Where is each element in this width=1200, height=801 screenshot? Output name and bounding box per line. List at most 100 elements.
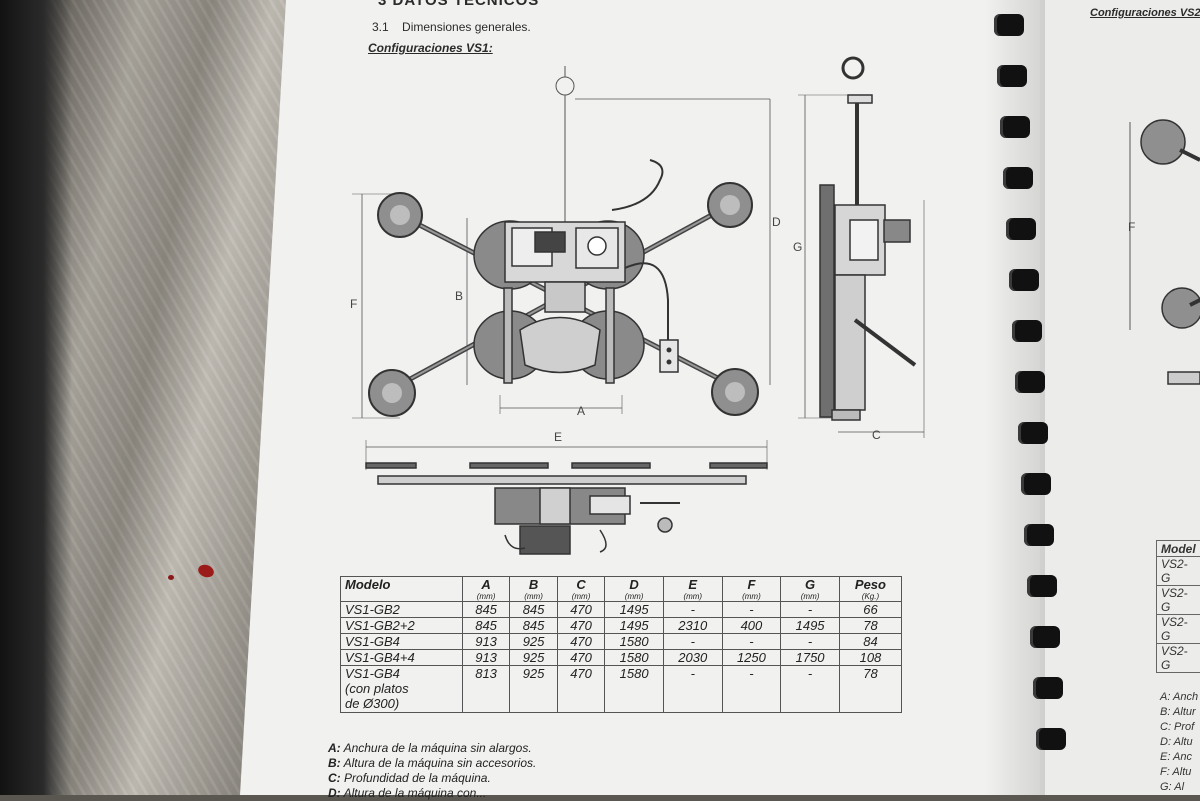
header-e: E(mm) <box>663 577 722 602</box>
legend-item: C: Profundidad de la máquina. <box>328 771 536 786</box>
cell-model: VS1-GB4+4 <box>341 650 463 666</box>
right-legend-item: C: Prof <box>1160 720 1198 735</box>
label-d: D <box>772 215 781 229</box>
cell-c: 470 <box>557 602 604 618</box>
binder-ring <box>1000 116 1030 138</box>
header-modelo: Modelo <box>341 577 463 602</box>
header-g: G(mm) <box>781 577 840 602</box>
cell-d: 1580 <box>605 650 664 666</box>
cell-model: VS1-GB4 <box>341 634 463 650</box>
binder-ring <box>1027 575 1057 597</box>
cell-b: 845 <box>510 602 557 618</box>
cell-a: 845 <box>462 602 509 618</box>
right-legend-item: G: Al <box>1160 780 1198 795</box>
cell-model: VS1-GB2 <box>341 602 463 618</box>
cell-a: 845 <box>462 618 509 634</box>
binder-ring <box>1003 167 1033 189</box>
binder-ring <box>997 65 1027 87</box>
legend-item: D: Altura de la máquina con... <box>328 786 536 801</box>
right-legend-item: D: Altu <box>1160 735 1198 750</box>
table-row: VS1-GB4 913 925 470 1580 - - - 84 <box>341 634 902 650</box>
right-page-legend: A: Anch B: Altur C: Prof D: Altu E: Anc … <box>1160 690 1198 795</box>
label-f: F <box>350 297 357 311</box>
cell-peso: 108 <box>839 650 901 666</box>
binder-ring <box>1030 626 1060 648</box>
right-legend-item: E: Anc <box>1160 750 1198 765</box>
label-c: C <box>872 428 881 442</box>
cell-g: 1495 <box>781 618 840 634</box>
cell-d: 1495 <box>605 602 664 618</box>
right-table-cell: VS2-G <box>1157 615 1200 644</box>
right-table-header: Model <box>1157 541 1200 557</box>
cell-c: 470 <box>557 650 604 666</box>
lifting-hook <box>556 77 574 95</box>
cell-d: 1495 <box>605 618 664 634</box>
cell-peso: 84 <box>839 634 901 650</box>
header-peso: Peso(Kg.) <box>839 577 901 602</box>
cell-b: 925 <box>510 634 557 650</box>
cell-b: 845 <box>510 618 557 634</box>
cell-e: - <box>663 666 722 713</box>
cell-model: VS1-GB4 (con platos de Ø300) <box>341 666 463 713</box>
cell-model: VS1-GB2+2 <box>341 618 463 634</box>
label-b: B <box>455 289 463 303</box>
header-f: F(mm) <box>722 577 781 602</box>
cell-d: 1580 <box>605 666 664 713</box>
header-d: D(mm) <box>605 577 664 602</box>
cell-c: 470 <box>557 666 604 713</box>
cell-e: 2310 <box>663 618 722 634</box>
cell-f: - <box>722 666 781 713</box>
cell-e: - <box>663 602 722 618</box>
right-table-cell: VS2-G <box>1157 644 1200 673</box>
binder-ring <box>1009 269 1039 291</box>
right-legend-item: F: Altu <box>1160 765 1198 780</box>
label-g: G <box>793 240 802 254</box>
cell-f: - <box>722 602 781 618</box>
right-table-cell: VS2-G <box>1157 557 1200 586</box>
binder-ring <box>994 14 1024 36</box>
legend-item: A: Anchura de la máquina sin alargos. <box>328 741 536 756</box>
cell-d: 1580 <box>605 634 664 650</box>
table-row: VS1-GB2+2 845 845 470 1495 2310 400 1495… <box>341 618 902 634</box>
right-legend-item: A: Anch <box>1160 690 1198 705</box>
binder-ring <box>1033 677 1063 699</box>
header-c: C(mm) <box>557 577 604 602</box>
binder-ring <box>1012 320 1042 342</box>
cell-c: 470 <box>557 618 604 634</box>
cell-g: - <box>781 634 840 650</box>
header-b: B(mm) <box>510 577 557 602</box>
table-row: VS1-GB4+4 913 925 470 1580 2030 1250 175… <box>341 650 902 666</box>
binder-ring <box>1036 728 1066 750</box>
cell-g: - <box>781 666 840 713</box>
binder-ring <box>1015 371 1045 393</box>
binder-ring <box>1006 218 1036 240</box>
cell-e: - <box>663 634 722 650</box>
cell-peso: 78 <box>839 618 901 634</box>
table-header-row: Modelo A(mm) B(mm) C(mm) D(mm) E(mm) F(m… <box>341 577 902 602</box>
dimensions-table: Modelo A(mm) B(mm) C(mm) D(mm) E(mm) F(m… <box>340 576 902 713</box>
cell-g: 1750 <box>781 650 840 666</box>
cell-a: 913 <box>462 634 509 650</box>
cell-peso: 66 <box>839 602 901 618</box>
cell-f: 1250 <box>722 650 781 666</box>
remote-control <box>660 340 678 372</box>
cell-a: 813 <box>462 666 509 713</box>
cell-c: 470 <box>557 634 604 650</box>
right-page-drawing <box>1130 120 1200 384</box>
cell-f: 400 <box>722 618 781 634</box>
right-label-f: F <box>1128 220 1135 234</box>
header-a: A(mm) <box>462 577 509 602</box>
label-e: E <box>554 430 562 444</box>
table-row: VS1-GB4 (con platos de Ø300) 813 925 470… <box>341 666 902 713</box>
cell-f: - <box>722 634 781 650</box>
cell-a: 913 <box>462 650 509 666</box>
legend-item: B: Altura de la máquina sin accesorios. <box>328 756 536 771</box>
right-legend-item: B: Altur <box>1160 705 1198 720</box>
table-row: VS1-GB2 845 845 470 1495 - - - 66 <box>341 602 902 618</box>
cell-e: 2030 <box>663 650 722 666</box>
cell-peso: 78 <box>839 666 901 713</box>
side-view <box>820 58 915 420</box>
binder-ring <box>1021 473 1051 495</box>
cell-b: 925 <box>510 666 557 713</box>
cell-b: 925 <box>510 650 557 666</box>
